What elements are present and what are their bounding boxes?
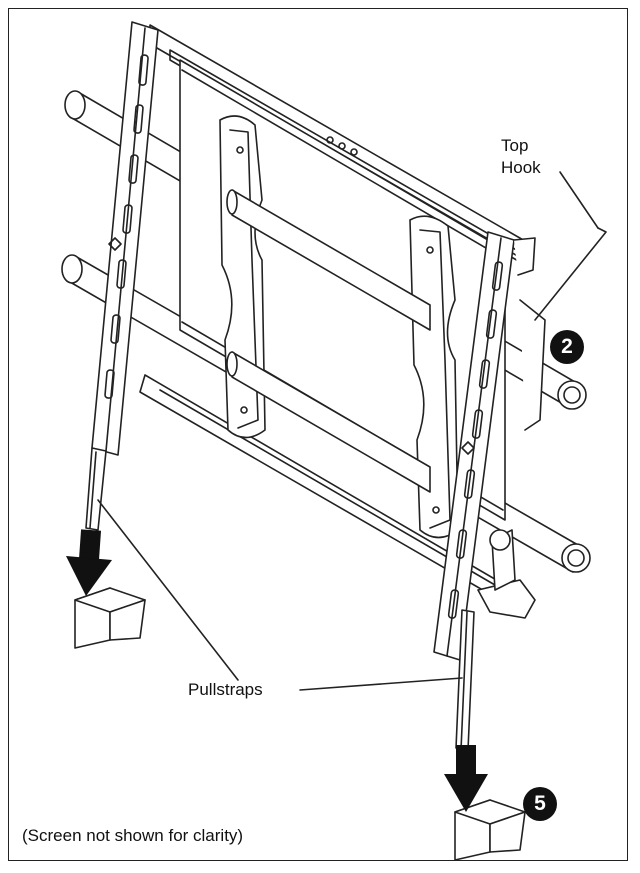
top-hook-label-line2: Hook xyxy=(501,158,541,177)
step-block-right xyxy=(454,799,526,861)
top-hook xyxy=(513,237,546,431)
pullstrap-leader-left xyxy=(97,499,239,681)
release-lever xyxy=(477,529,536,619)
front-tube-upper xyxy=(226,189,431,331)
pullstraps-label: Pullstraps xyxy=(188,680,263,699)
top-hook-label: Top Hook xyxy=(501,135,541,179)
top-hook-label-line1: Top xyxy=(501,136,529,155)
top-hook-leader xyxy=(534,227,607,321)
step-2-badge: 2 xyxy=(550,330,584,364)
pullstrap-leader-right xyxy=(299,677,463,691)
hanger-bar-left xyxy=(91,21,159,456)
down-arrow-left xyxy=(66,529,112,596)
pullstrap-left xyxy=(85,447,107,531)
step-block-left xyxy=(74,587,146,649)
top-hook-leader-b xyxy=(559,171,599,229)
down-arrow-right xyxy=(444,745,488,812)
step-5-badge: 5 xyxy=(523,787,557,821)
front-tube-lower xyxy=(226,351,431,493)
caption: (Screen not shown for clarity) xyxy=(22,826,244,845)
